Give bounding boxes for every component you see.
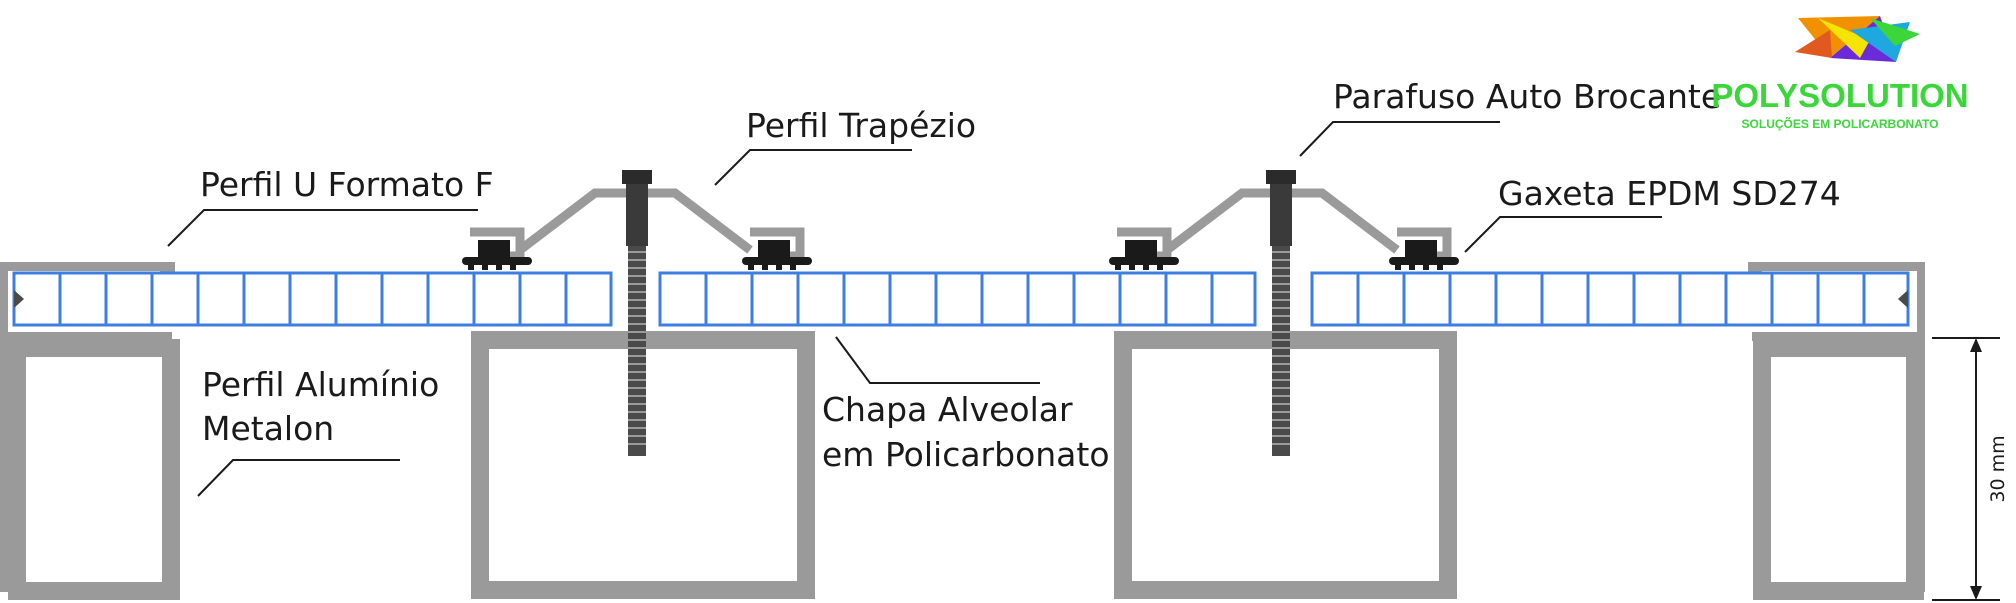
trapezoid-profiles	[470, 188, 1452, 261]
self-drilling-screws	[622, 170, 1296, 456]
epdm-gasket	[742, 240, 812, 270]
label-gaxeta: Gaxeta EPDM SD274	[1498, 174, 1841, 213]
leader-chapa	[835, 336, 1040, 384]
polysolution-logo-icon	[1795, 16, 1920, 62]
label-perfil-trapezio: Perfil Trapézio	[746, 106, 976, 145]
epdm-gasket	[1109, 240, 1179, 270]
sheet-end-markers	[14, 290, 1908, 308]
logo-name: POLYSOLUTION	[1711, 77, 1968, 114]
dimension-label: 30 mm	[1987, 435, 2009, 502]
epdm-gasket	[462, 240, 532, 270]
epdm-gaskets	[462, 240, 1459, 270]
polycarbonate-sheet-center	[658, 271, 1257, 327]
polycarbonate-sheet-left	[12, 271, 613, 327]
polycarbonate-sheet-right	[1310, 271, 1910, 327]
polysolution-logo: POLYSOLUTION SOLUÇÕES EM POLICARBONATO	[1711, 16, 1969, 131]
label-perfil-u: Perfil U Formato F	[200, 165, 494, 204]
leader-lines	[167, 121, 1662, 497]
metalon-profile-left	[8, 339, 180, 600]
leader-perfil-trapezio	[714, 149, 912, 186]
dimension-30mm	[1932, 337, 2000, 601]
leader-gaxeta	[1464, 216, 1662, 253]
self-drilling-screw-left	[622, 170, 652, 456]
label-perfil-aluminio-line1: Perfil Alumínio	[202, 365, 439, 404]
label-chapa-line1: Chapa Alveolar	[822, 390, 1073, 429]
leader-perfil-u	[167, 209, 478, 247]
label-parafuso: Parafuso Auto Brocante	[1333, 77, 1721, 116]
metalon-profile-right	[1753, 339, 1924, 600]
self-drilling-screw-right	[1266, 170, 1296, 456]
label-chapa-line2: em Policarbonato	[822, 435, 1110, 474]
epdm-gasket	[1389, 240, 1459, 270]
label-perfil-aluminio-line2: Metalon	[202, 409, 334, 448]
polycarbonate-sheets	[12, 271, 1910, 327]
leader-perfil-aluminio	[197, 459, 400, 497]
logo-tagline: SOLUÇÕES EM POLICARBONATO	[1742, 116, 1939, 131]
leader-parafuso	[1299, 121, 1500, 157]
